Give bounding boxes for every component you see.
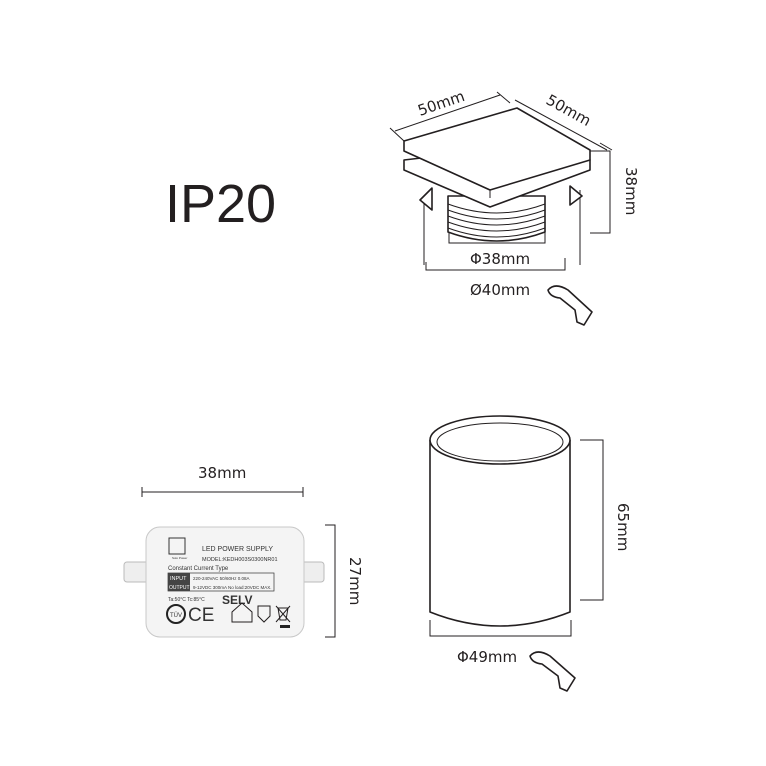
height-dim xyxy=(590,150,611,234)
spring-clips xyxy=(419,185,583,211)
driver-label-text: TÜV xyxy=(170,612,182,619)
width-dim-2 xyxy=(514,99,613,151)
brand-logo-icon xyxy=(168,537,186,555)
cylinder-top xyxy=(429,415,571,465)
driver-height-label: 27mm xyxy=(346,557,364,605)
driver-label-text: Ta:50°C Tc:85°C xyxy=(168,597,205,603)
driver-drawing: 38mm 27mm Solo Power LED POWER SUPPLY MO… xyxy=(123,464,364,638)
cutout-dim-line xyxy=(425,258,566,271)
driver-label-text: SELV xyxy=(222,593,252,607)
drawing-stroke xyxy=(168,573,190,582)
surface-fixture-drawing: 65mm Φ49mm xyxy=(429,415,632,692)
driver-width-dim xyxy=(141,487,304,497)
cutout-diameter-label: Ø40mm xyxy=(470,281,530,299)
height-label: 38mm xyxy=(622,167,640,215)
weee-icon xyxy=(275,605,291,623)
drawing-stroke xyxy=(403,150,491,198)
drawing-stroke xyxy=(168,582,190,591)
bracket-lines xyxy=(423,190,581,265)
cylinder-height-label: 65mm xyxy=(614,503,632,551)
driver-label-text: 220-240VAC 50/60Hz 0.08A xyxy=(193,576,249,581)
tool-icon xyxy=(547,285,593,326)
recessed-fixture-drawing: 50mm 50mm 38mm Φ38mm Ø40mm xyxy=(389,87,640,326)
driver-label-text: Constant Current Type xyxy=(168,566,229,572)
safety-icon xyxy=(257,605,271,623)
driver-label-text: 9-12VDC 300mA No load:20VDC MAX. xyxy=(193,585,272,590)
ip-rating: IP20 xyxy=(165,174,276,234)
width-label-2: 50mm xyxy=(543,91,594,130)
drawing-stroke xyxy=(280,625,290,628)
tool-icon xyxy=(529,651,576,692)
tuv-mark-icon xyxy=(166,604,186,624)
driver-height-dim xyxy=(325,524,336,638)
width-dim-1 xyxy=(389,91,511,142)
drawing-stroke xyxy=(436,422,564,462)
cylinder-body xyxy=(429,440,571,627)
indoor-use-icon xyxy=(231,602,253,623)
driver-label-text: Solo Power xyxy=(172,556,187,560)
cylinder-diameter-dim xyxy=(429,620,572,637)
ce-mark: CE xyxy=(188,605,214,626)
driver-label-text: LED POWER SUPPLY xyxy=(202,546,273,553)
cylinder-height-dim xyxy=(580,439,604,601)
drawing-stroke xyxy=(447,203,546,238)
driver-label-text: MODEL:KEDH003S0300NR01 xyxy=(202,557,278,563)
driver-width-label: 38mm xyxy=(198,464,246,482)
cylinder-diameter-label: Φ49mm xyxy=(457,648,517,666)
inner-diameter-label: Φ38mm xyxy=(470,250,530,268)
inner-dim-line xyxy=(448,232,546,244)
driver-label-text: INPUT xyxy=(170,576,187,582)
driver-label-text: OUTPUT xyxy=(169,585,190,591)
